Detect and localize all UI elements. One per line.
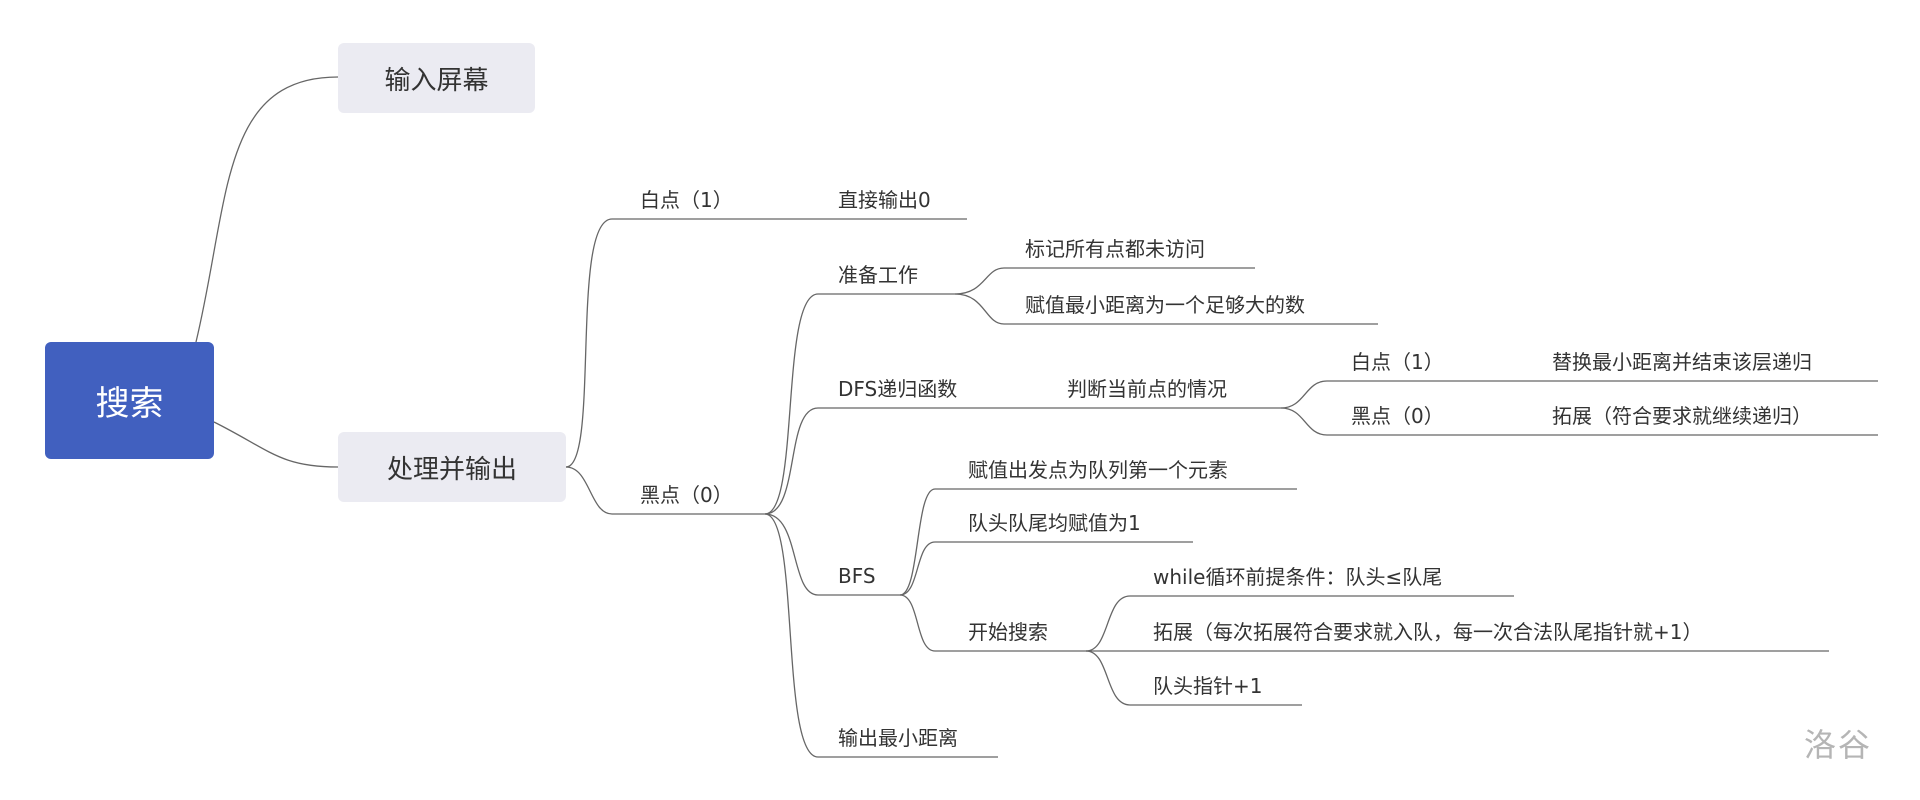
node-prep-item[interactable]: 标记所有点都未访问	[1025, 237, 1205, 261]
node-black-point[interactable]: 黑点（0）	[640, 483, 733, 507]
topic-process-output[interactable]: 处理并输出	[338, 432, 566, 502]
node-search-item[interactable]: 拓展（每次拓展符合要求就入队，每一次合法队尾指针就+1）	[1153, 620, 1703, 644]
topic-label: 输入屏幕	[384, 65, 489, 96]
node-dfs[interactable]: DFS递归函数	[838, 377, 958, 401]
topic-input-screen[interactable]: 输入屏幕	[338, 43, 535, 113]
node-bfs-item[interactable]: 赋值出发点为队列第一个元素	[968, 458, 1228, 482]
node-search-item[interactable]: 队头指针+1	[1153, 674, 1263, 698]
node-prep[interactable]: 准备工作	[838, 263, 918, 287]
node-dfs-white[interactable]: 白点（1）	[1351, 350, 1444, 374]
watermark: 洛谷	[1804, 726, 1873, 764]
node-white-point[interactable]: 白点（1）	[640, 188, 733, 212]
root-topic[interactable]: 搜索	[45, 342, 214, 459]
topic-label: 处理并输出	[386, 454, 517, 485]
node-bfs-search[interactable]: 开始搜索	[968, 620, 1048, 644]
root-topic-label: 搜索	[95, 384, 164, 424]
node-output-min[interactable]: 输出最小距离	[838, 726, 958, 750]
node-bfs-item[interactable]: 队头队尾均赋值为1	[968, 511, 1141, 535]
node-search-item[interactable]: while循环前提条件：队头≤队尾	[1153, 565, 1443, 589]
node-dfs-judge[interactable]: 判断当前点的情况	[1067, 377, 1227, 401]
node-prep-item[interactable]: 赋值最小距离为一个足够大的数	[1025, 293, 1305, 317]
node-bfs[interactable]: BFS	[838, 564, 876, 588]
node-dfs-white-action[interactable]: 替换最小距离并结束该层递归	[1552, 350, 1812, 374]
node-output-zero[interactable]: 直接输出0	[838, 188, 931, 212]
node-dfs-black[interactable]: 黑点（0）	[1351, 404, 1444, 428]
node-dfs-black-action[interactable]: 拓展（符合要求就继续递归）	[1552, 404, 1812, 428]
